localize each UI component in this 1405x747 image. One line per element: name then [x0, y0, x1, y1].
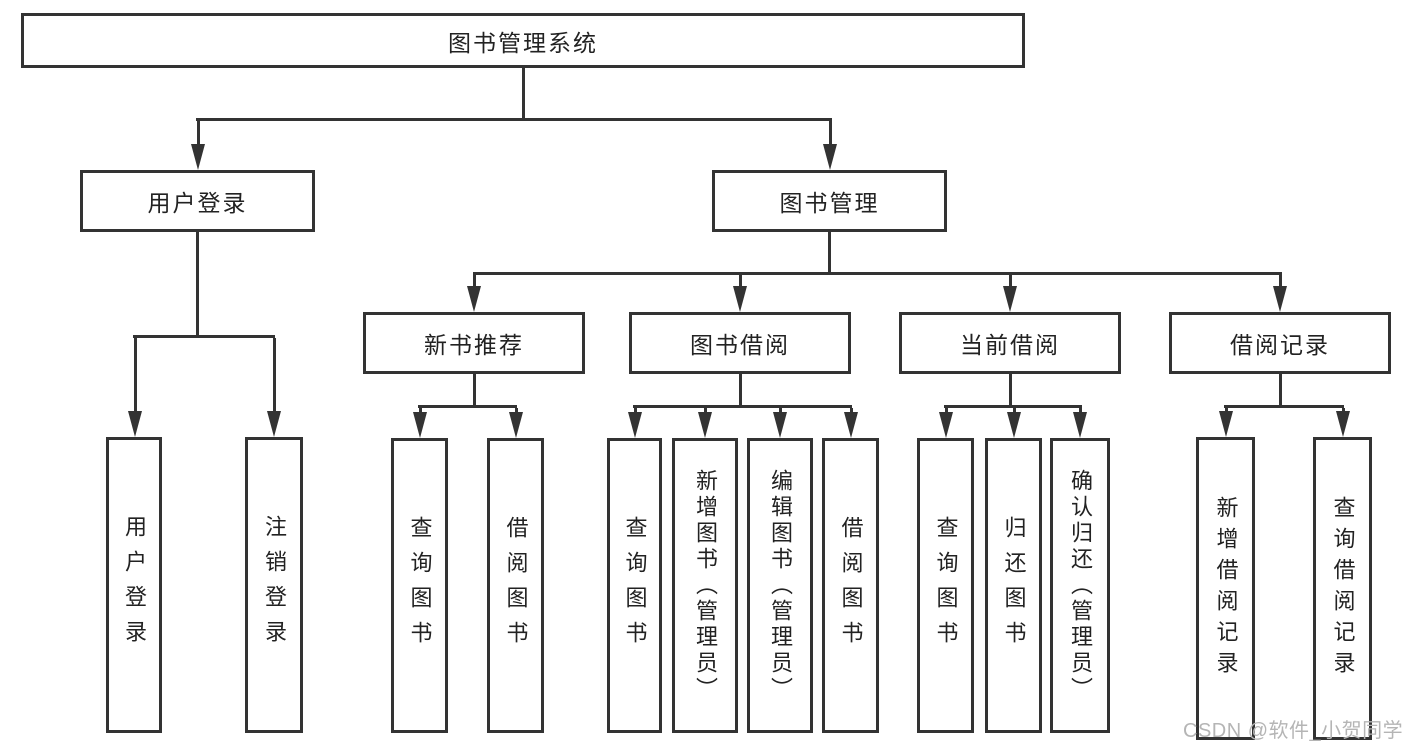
- arrow-down-icon: [467, 286, 481, 312]
- connector-line: [473, 374, 476, 407]
- node-leaf-query-books-current: 查询图书: [917, 438, 974, 733]
- connector-arrow-stem: [196, 121, 200, 146]
- node-leaf-edit-books-admin: 编辑图书（管理员）: [747, 438, 813, 733]
- arrow-down-icon: [1219, 411, 1233, 437]
- node-leaf-query-books-borrowing: 查询图书: [607, 438, 662, 733]
- node-book-borrowing: 图书借阅: [629, 312, 851, 374]
- watermark: CSDN @软件_小贺同学: [1183, 720, 1404, 742]
- connector-line: [633, 405, 852, 408]
- connector-arrow-stem: [514, 408, 518, 414]
- connector-arrow-stem: [133, 338, 137, 413]
- arrow-down-icon: [509, 412, 523, 438]
- connector-line: [196, 232, 199, 337]
- node-leaf-logout: 注销登录: [245, 437, 303, 733]
- connector-line: [1279, 374, 1282, 407]
- arrow-down-icon: [733, 286, 747, 312]
- connector-line: [739, 374, 742, 407]
- connector-arrow-stem: [1224, 408, 1228, 413]
- node-leaf-confirm-return-admin: 确认归还（管理员）: [1050, 438, 1110, 733]
- connector-arrow-stem: [1278, 275, 1282, 288]
- arrow-down-icon: [773, 412, 787, 438]
- connector-arrow-stem: [1078, 408, 1082, 414]
- arrow-down-icon: [1336, 411, 1350, 437]
- connector-arrow-stem: [944, 408, 948, 414]
- arrow-down-icon: [823, 144, 837, 170]
- connector-arrow-stem: [828, 121, 832, 146]
- node-leaf-query-books-recommend: 查询图书: [391, 438, 448, 733]
- node-leaf-borrow-books-recommend: 借阅图书: [487, 438, 544, 733]
- connector-arrow-stem: [703, 408, 707, 414]
- connector-arrow-stem: [1341, 408, 1345, 413]
- arrow-down-icon: [191, 144, 205, 170]
- connector-arrow-stem: [778, 408, 782, 414]
- node-book-management: 图书管理: [712, 170, 947, 232]
- arrow-down-icon: [844, 412, 858, 438]
- arrow-down-icon: [628, 412, 642, 438]
- connector-line: [1009, 374, 1012, 407]
- arrow-down-icon: [1073, 412, 1087, 438]
- arrow-down-icon: [1007, 412, 1021, 438]
- connector-line: [522, 68, 525, 119]
- connector-arrow-stem: [272, 338, 276, 413]
- node-borrowing-records: 借阅记录: [1169, 312, 1391, 374]
- connector-arrow-stem: [1012, 408, 1016, 414]
- arrow-down-icon: [1273, 286, 1287, 312]
- node-leaf-borrow-books-borrowing: 借阅图书: [822, 438, 879, 733]
- arrow-down-icon: [267, 411, 281, 437]
- connector-line: [196, 118, 832, 121]
- node-leaf-user-login: 用户登录: [106, 437, 162, 733]
- connector-line: [418, 405, 517, 408]
- node-library-system: 图书管理系统: [21, 13, 1025, 68]
- arrow-down-icon: [939, 412, 953, 438]
- node-leaf-query-borrow-record: 查询借阅记录: [1313, 437, 1372, 740]
- node-leaf-add-books-admin: 新增图书（管理员）: [672, 438, 738, 733]
- arrow-down-icon: [698, 412, 712, 438]
- connector-line: [944, 405, 1082, 408]
- connector-line: [828, 232, 831, 273]
- node-current-borrowing: 当前借阅: [899, 312, 1121, 374]
- connector-arrow-stem: [738, 275, 742, 288]
- connector-arrow-stem: [472, 275, 476, 288]
- node-user-login: 用户登录: [80, 170, 315, 232]
- connector-line: [1224, 405, 1344, 408]
- arrow-down-icon: [128, 411, 142, 437]
- connector-arrow-stem: [849, 408, 853, 414]
- node-new-book-recommend: 新书推荐: [363, 312, 585, 374]
- connector-arrow-stem: [633, 408, 637, 414]
- connector-line: [133, 335, 275, 338]
- connector-arrow-stem: [418, 408, 422, 414]
- connector-line: [473, 272, 1282, 275]
- node-leaf-return-books: 归还图书: [985, 438, 1042, 733]
- arrow-down-icon: [1003, 286, 1017, 312]
- connector-arrow-stem: [1008, 275, 1012, 288]
- arrow-down-icon: [413, 412, 427, 438]
- node-leaf-add-borrow-record: 新增借阅记录: [1196, 437, 1255, 740]
